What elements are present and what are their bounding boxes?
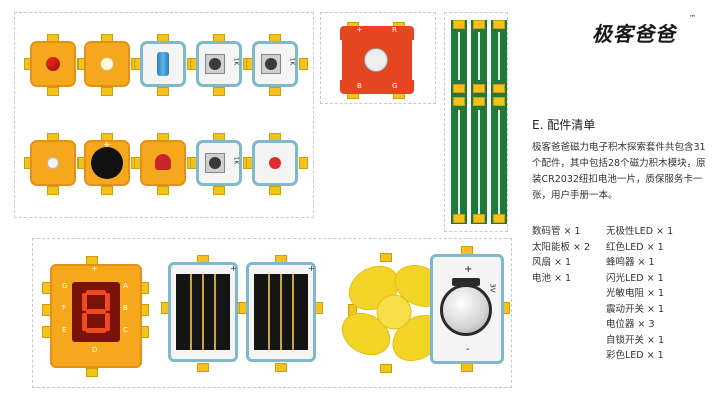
list-item: 震动开关 × 1: [606, 303, 665, 315]
red-board-r: R: [392, 26, 397, 34]
list-item: 自锁开关 × 1: [606, 334, 665, 346]
coin-battery-icon: [440, 284, 492, 336]
buzzer-icon: [91, 147, 123, 179]
list-item: 太阳能板 × 2: [532, 241, 591, 253]
seg-label-f: F: [62, 304, 67, 312]
vibration-disc-icon: [364, 48, 388, 72]
flash-led-icon: [100, 57, 114, 71]
pot-value-label: 1K: [288, 57, 296, 66]
battery-voltage-label: 3V: [488, 283, 497, 293]
group-frame-bottom: [32, 238, 512, 388]
list-item: 闪光LED × 1: [606, 272, 664, 284]
switch-button-icon: [269, 157, 281, 169]
seg-label-g: G: [62, 282, 68, 290]
list-item: 数码管 × 1: [532, 226, 581, 237]
pot-value-label: 1K: [232, 57, 240, 66]
list-item: 无极性LED × 1: [606, 226, 674, 237]
parts-list-right: 无极性LED × 1 红色LED × 1 蜂鸣器 × 1 闪光LED × 1 光…: [606, 224, 673, 364]
digit-eight-icon: [82, 290, 110, 333]
brand-trademark: ™: [689, 14, 696, 22]
fan-propeller-icon: [341, 265, 446, 362]
list-item: 电位器 × 3: [606, 319, 655, 330]
list-item: 彩色LED × 1: [606, 350, 664, 361]
solar-plus-label: +: [230, 264, 237, 273]
potentiometer-knob-icon: [209, 58, 221, 70]
seg-plus-label: +: [91, 264, 98, 273]
list-item: 风扇 × 1: [532, 257, 572, 268]
seg-label-c: C: [123, 326, 128, 334]
list-item: 电池 × 1: [532, 272, 572, 284]
red-board-g: G: [392, 82, 398, 90]
list-item: 光敏电阻 × 1: [606, 288, 665, 299]
seg-label-b: B: [123, 304, 128, 312]
potentiometer-knob-icon: [265, 58, 277, 70]
pot-value-label: 1K: [232, 156, 240, 165]
white-led-icon: [47, 157, 59, 169]
red-board-plus: +: [356, 25, 363, 34]
seg-label-d: D: [92, 346, 98, 354]
brand-logo: 极客爸爸: [592, 22, 676, 46]
red-led-icon: [46, 57, 60, 71]
group-frame-top-left: [14, 12, 314, 218]
seg-label-e: E: [62, 326, 67, 334]
list-item: 红色LED × 1: [606, 241, 664, 253]
group-frame-red-board: [320, 12, 436, 104]
battery-plus-label: +: [464, 264, 473, 275]
red-board-b: B: [357, 82, 362, 90]
seg-label-a: A: [123, 282, 128, 290]
section-description: 极客爸爸磁力电子积木探索套件共包含31个配件，其中包括28个磁力积木模块，原装C…: [532, 142, 706, 201]
battery-minus-label: -: [466, 344, 470, 355]
buzzer-plus-label: +: [103, 140, 111, 150]
section-title: E. 配件清单: [532, 118, 596, 132]
color-led-icon: [155, 154, 171, 170]
parts-list-left: 数码管 × 1 太阳能板 × 2 风扇 × 1 电池 × 1: [532, 224, 590, 286]
potentiometer-knob-icon: [209, 157, 221, 169]
group-frame-wires: [444, 12, 508, 232]
resistor-icon: [157, 52, 169, 76]
solar-plus-label: +: [308, 264, 315, 273]
list-item: 蜂鸣器 × 1: [606, 257, 655, 268]
